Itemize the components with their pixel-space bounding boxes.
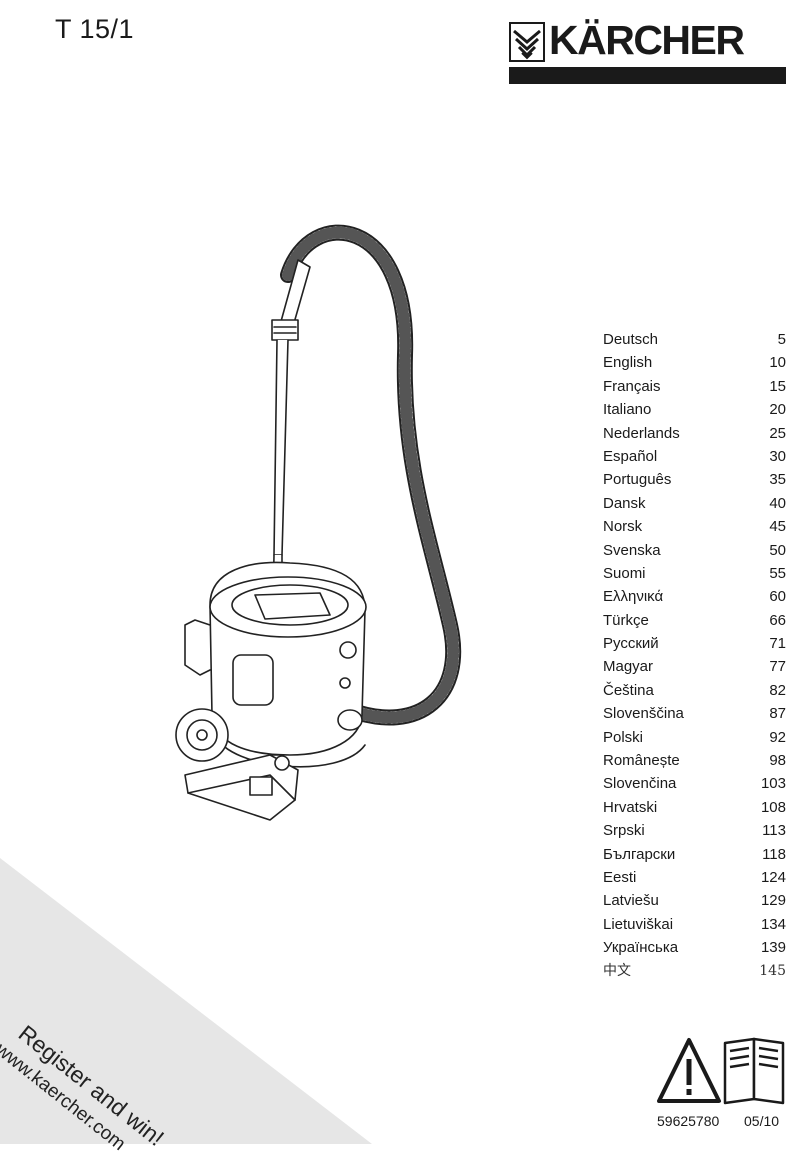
- toc-row[interactable]: 中文 145: [603, 960, 786, 983]
- toc-page: 77: [769, 658, 786, 676]
- toc-page: 25: [769, 424, 786, 442]
- toc-language: Български: [603, 845, 676, 863]
- toc-row[interactable]: Français 15: [603, 375, 786, 398]
- toc-language: Čeština: [603, 681, 654, 699]
- toc-page: 98: [769, 752, 786, 770]
- toc-row[interactable]: Eesti 124: [603, 866, 786, 889]
- toc-page: 30: [769, 447, 786, 465]
- brand-bar: [509, 67, 786, 84]
- toc-row[interactable]: Українська 139: [603, 936, 786, 959]
- toc-page: 124: [760, 868, 786, 886]
- toc-row[interactable]: Nederlands 25: [603, 422, 786, 445]
- toc-row[interactable]: Español 30: [603, 445, 786, 468]
- toc-row[interactable]: Deutsch 5: [603, 328, 786, 351]
- toc-row[interactable]: Lietuviškai 134: [603, 913, 786, 936]
- toc-row[interactable]: Português 35: [603, 468, 786, 491]
- toc-page: 134: [760, 915, 786, 933]
- toc-page: 87: [769, 705, 786, 723]
- toc-page: 5: [777, 331, 786, 348]
- toc-page: 66: [769, 611, 786, 629]
- toc-language: Eesti: [603, 868, 637, 886]
- toc-page: 71: [769, 635, 786, 653]
- toc-language: Suomi: [603, 564, 646, 582]
- toc-language: Hrvatski: [603, 798, 658, 816]
- toc-language: Português: [603, 471, 672, 489]
- toc-row[interactable]: Suomi 55: [603, 562, 786, 585]
- toc-language: Românește: [603, 752, 680, 770]
- toc-page: 45: [769, 518, 786, 536]
- toc-row[interactable]: Dansk 40: [603, 492, 786, 515]
- toc-language: Svenska: [603, 541, 661, 559]
- toc-page: 108: [760, 798, 786, 816]
- toc-language: Українська: [603, 939, 679, 957]
- toc-row[interactable]: Čeština 82: [603, 679, 786, 702]
- brand-logo: KÄRCHER: [509, 17, 786, 84]
- toc-row[interactable]: Magyar 77: [603, 655, 786, 678]
- toc-row[interactable]: Polski 92: [603, 726, 786, 749]
- toc-language: Slovenčina: [603, 775, 677, 793]
- toc-page: 145: [759, 962, 786, 979]
- toc-row[interactable]: Italiano 20: [603, 398, 786, 421]
- toc-row[interactable]: Slovenčina 103: [603, 772, 786, 795]
- toc-row[interactable]: Norsk 45: [603, 515, 786, 538]
- toc-row[interactable]: Srpski 113: [603, 819, 786, 842]
- language-toc: Deutsch 5 English 10 Français 15 Italiano 20…: [603, 328, 786, 983]
- footer-symbols: [657, 1037, 785, 1105]
- toc-language: Srpski: [603, 822, 645, 840]
- toc-language: Italiano: [603, 401, 652, 419]
- toc-language: Français: [603, 377, 661, 395]
- toc-page: 118: [762, 845, 786, 863]
- toc-language: Ελληνικά: [603, 588, 664, 606]
- toc-language: English: [603, 354, 653, 372]
- toc-page: 55: [769, 564, 786, 582]
- toc-language: Español: [603, 447, 658, 465]
- brand-wordmark: KÄRCHER: [549, 17, 745, 63]
- toc-row[interactable]: Hrvatski 108: [603, 796, 786, 819]
- open-book-icon: [723, 1037, 785, 1105]
- toc-page: 139: [760, 939, 786, 957]
- toc-page: 103: [760, 775, 786, 793]
- document-date: 05/10: [744, 1113, 780, 1129]
- toc-language: Русский: [603, 635, 659, 653]
- toc-page: 60: [769, 588, 786, 606]
- toc-language: Deutsch: [603, 331, 659, 348]
- model-title: T 15/1: [55, 14, 135, 44]
- toc-row[interactable]: Românește 98: [603, 749, 786, 772]
- toc-language: Türkçe: [603, 611, 649, 629]
- toc-language: Dansk: [603, 494, 646, 512]
- toc-page: 20: [769, 401, 786, 419]
- toc-language: Polski: [603, 728, 644, 746]
- toc-row[interactable]: Ελληνικά 60: [603, 585, 786, 608]
- toc-language: Latviešu: [603, 892, 659, 910]
- toc-row[interactable]: Svenska 50: [603, 539, 786, 562]
- toc-row[interactable]: Русский 71: [603, 632, 786, 655]
- toc-language: Norsk: [603, 518, 643, 536]
- toc-language: Magyar: [603, 658, 654, 676]
- toc-language: Slovenščina: [603, 705, 684, 723]
- toc-language: Lietuviškai: [603, 915, 674, 933]
- register-promo: Register and win! www.kaercher.com: [0, 1020, 169, 1172]
- vacuum-cleaner-illustration: [175, 224, 462, 821]
- warning-triangle-icon: [657, 1038, 721, 1103]
- toc-page: 92: [769, 728, 786, 746]
- toc-language: Nederlands: [603, 424, 680, 442]
- toc-page: 40: [769, 494, 786, 512]
- toc-language: 中文: [603, 962, 631, 979]
- toc-page: 113: [762, 822, 786, 840]
- toc-page: 82: [769, 681, 786, 699]
- toc-row[interactable]: English 10: [603, 351, 786, 374]
- toc-page: 10: [769, 354, 786, 372]
- document-number: 59625780: [657, 1113, 720, 1129]
- toc-page: 15: [769, 377, 786, 395]
- toc-row[interactable]: Türkçe 66: [603, 609, 786, 632]
- toc-row[interactable]: Latviešu 129: [603, 889, 786, 912]
- karcher-emblem-icon: [509, 22, 545, 62]
- toc-page: 129: [760, 892, 786, 910]
- toc-page: 50: [769, 541, 786, 559]
- toc-row[interactable]: Български 118: [603, 843, 786, 866]
- toc-page: 35: [769, 471, 786, 489]
- toc-row[interactable]: Slovenščina 87: [603, 702, 786, 725]
